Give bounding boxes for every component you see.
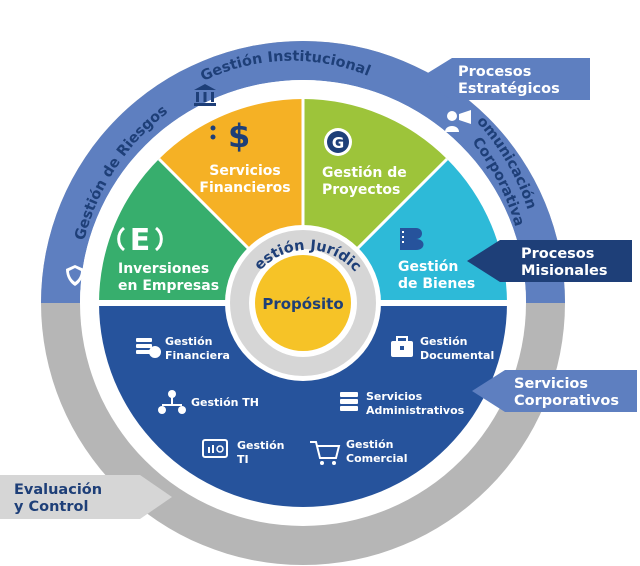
svg-text:en Empresas: en Empresas (118, 278, 219, 294)
svg-text:Servicios: Servicios (209, 163, 280, 179)
svg-text:y Control: y Control (14, 499, 88, 515)
svg-text:Gestión: Gestión (165, 335, 212, 348)
money-stack-icon (136, 338, 161, 358)
svg-text:Gestión de: Gestión de (322, 165, 407, 181)
cart-icon (310, 441, 341, 465)
procesos-misionales-tag: Procesos Misionales (467, 240, 632, 282)
svg-text:Corporativos: Corporativos (514, 393, 619, 409)
svg-text:Procesos: Procesos (458, 64, 531, 80)
svg-text:Servicios: Servicios (366, 390, 423, 403)
building-icon (400, 228, 424, 250)
proposito-circle[interactable] (255, 255, 351, 351)
org-chart-icon (158, 390, 186, 414)
svg-text:TI: TI (237, 453, 249, 466)
svg-text:Gestión: Gestión (346, 438, 393, 451)
proposito-label: Propósito (262, 295, 343, 313)
dollar-icon: $ (228, 117, 250, 155)
gear-icon: G (324, 128, 352, 156)
servicios-corporativos-tag: Servicios Corporativos (472, 370, 637, 412)
euro-icon: E (117, 223, 163, 258)
bank-icon (194, 84, 216, 106)
svg-text:Financiera: Financiera (165, 349, 230, 362)
communication-icon (445, 110, 471, 132)
svg-text:E: E (130, 223, 151, 258)
gestion-comercial-item[interactable]: Gestión Comercial (310, 438, 407, 465)
gestion-proyectos-block: G Gestión de Proyectos (322, 128, 407, 198)
servicios-financieros-block: $ Servicios Financieros (199, 117, 290, 196)
gestion-th-item[interactable]: Gestión TH (158, 390, 259, 414)
inversiones-empresas-block: E Inversiones en Empresas (117, 223, 219, 294)
svg-text:de Bienes: de Bienes (398, 276, 475, 292)
svg-text:Gestión: Gestión (398, 259, 458, 275)
svg-text:Procesos: Procesos (521, 246, 594, 262)
gestion-financiera-item[interactable]: Gestión Financiera (136, 335, 230, 362)
gestion-ti-item[interactable]: Gestión TI (202, 439, 284, 466)
svg-text:Comercial: Comercial (346, 452, 407, 465)
svg-text:Gestión TH: Gestión TH (191, 396, 259, 409)
svg-text:Inversiones: Inversiones (118, 261, 209, 277)
svg-text:G: G (332, 134, 344, 152)
svg-text:Documental: Documental (420, 349, 494, 362)
svg-text:Gestión: Gestión (420, 335, 467, 348)
evaluacion-control-tag: Evaluación y Control (0, 475, 172, 519)
svg-text:Evaluación: Evaluación (14, 482, 102, 498)
svg-text:Administrativos: Administrativos (366, 404, 465, 417)
procesos-estrategicos-tag: Procesos Estratégicos (418, 58, 590, 100)
gestion-documental-item[interactable]: Gestión Documental (391, 335, 494, 362)
shield-icon (66, 265, 84, 286)
monitor-icon (202, 439, 228, 458)
svg-text:Proyectos: Proyectos (322, 182, 400, 198)
servicios-administrativos-item[interactable]: Servicios Administrativos (340, 390, 465, 417)
svg-text:Estratégicos: Estratégicos (458, 81, 560, 97)
svg-text:Financieros: Financieros (199, 180, 290, 196)
svg-text:Misionales: Misionales (521, 263, 608, 279)
gestion-bienes-block: Gestión de Bienes (398, 228, 475, 292)
stack-icon (340, 392, 358, 411)
svg-text:Servicios: Servicios (514, 376, 588, 392)
svg-text:Gestión: Gestión (237, 439, 284, 452)
briefcase-icon (391, 336, 413, 357)
